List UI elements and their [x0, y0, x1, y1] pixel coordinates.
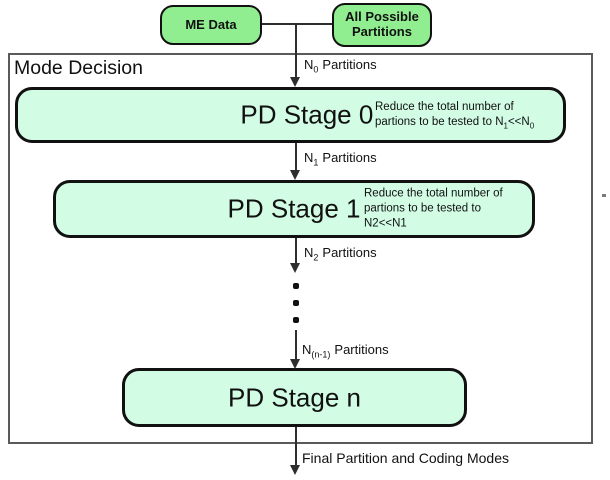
pd-stage-1-box: PD Stage 1 Reduce the total number of pa…	[53, 180, 535, 238]
label-nprev-partitions: N(n-1)Partitions	[302, 342, 389, 360]
arrow-line-to-stagen	[295, 330, 297, 360]
pd-stage-n-title: PD Stage n	[228, 382, 361, 412]
arrowhead-to-stagen	[290, 359, 300, 369]
mode-decision-title: Mode Decision	[14, 57, 143, 79]
arrow-line-to-stage1	[295, 143, 297, 172]
arrow-line-to-stage0	[295, 24, 297, 78]
top-connector-line	[262, 23, 332, 25]
mode-decision-container	[8, 53, 593, 444]
ellipsis-dot	[293, 283, 299, 289]
arrow-line-to-dots	[295, 238, 297, 265]
ellipsis-dot	[293, 317, 299, 323]
all-possible-partitions-label: All Possible Partitions	[345, 9, 419, 39]
arrowhead-output	[290, 465, 300, 475]
arrow-line-output	[295, 427, 297, 466]
pd-stage-0-box: PD Stage 0 Reduce the total number of pa…	[15, 87, 566, 143]
pd-stage-1-title: PD Stage 1	[227, 193, 361, 224]
stray-mark	[602, 194, 606, 197]
arrowhead-to-stage0	[290, 77, 300, 87]
arrowhead-to-stage1	[290, 170, 300, 180]
pd-stage-0-title: PD Stage 0	[240, 99, 374, 130]
pd-stage-0-note: Reduce the total number of partions to b…	[375, 101, 535, 131]
me-data-label: ME Data	[185, 16, 237, 32]
pd-stage-1-note: Reduce the total number of partions to b…	[364, 187, 503, 230]
pd-stage-n-box: PD Stage n	[122, 368, 467, 427]
me-data-box: ME Data	[160, 5, 262, 45]
ellipsis-dot	[293, 300, 299, 306]
label-final-output: Final Partition and Coding Modes	[302, 450, 510, 466]
all-possible-partitions-box: All Possible Partitions	[332, 3, 432, 47]
arrowhead-to-dots	[290, 263, 300, 273]
